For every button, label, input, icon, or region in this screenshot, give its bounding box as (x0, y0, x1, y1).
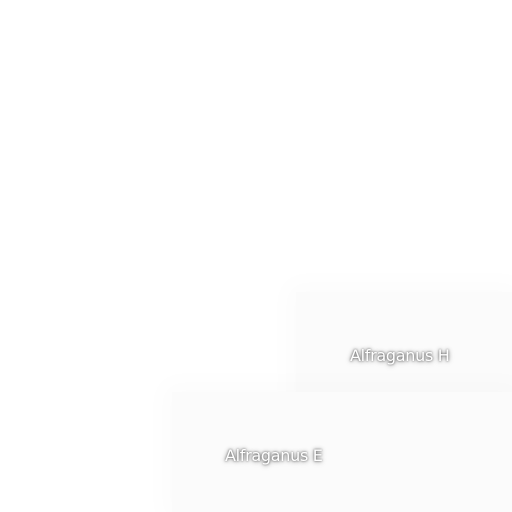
terrain-shade (172, 392, 512, 512)
crater-label-alfraganus-h[interactable]: Alfraganus H (350, 346, 450, 365)
crater-label-alfraganus-e[interactable]: Alfraganus E (225, 446, 323, 465)
